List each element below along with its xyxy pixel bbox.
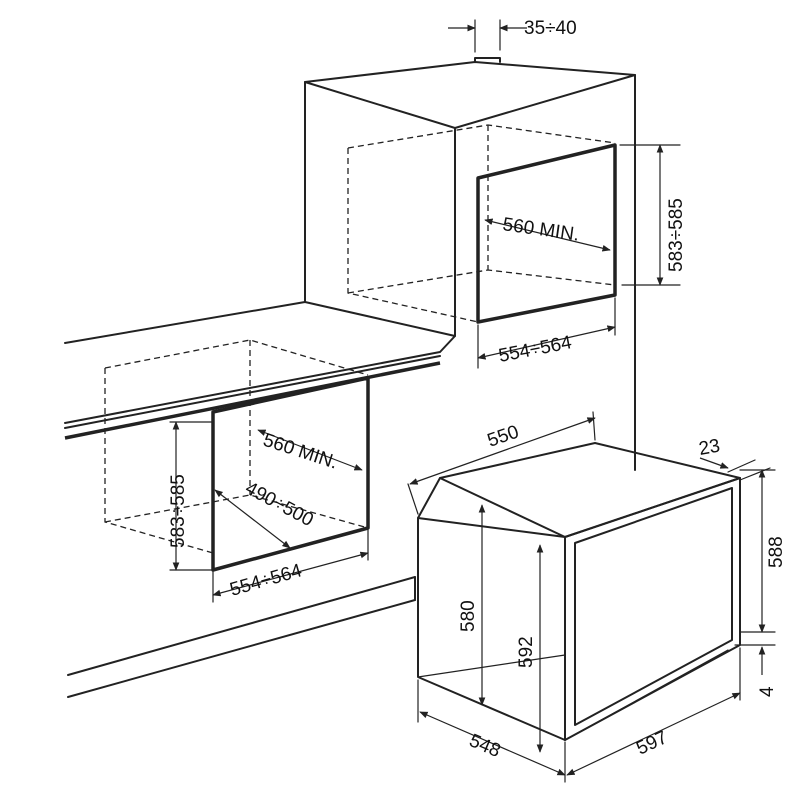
- oven: [417, 442, 741, 741]
- lower-niche: [104, 339, 370, 572]
- label-oven-body-height: 580: [458, 600, 479, 632]
- label-oven-front-height: 588: [766, 536, 787, 568]
- label-oven-depth-bottom: 548: [466, 730, 503, 762]
- label-top-gap: 35÷40: [524, 18, 577, 39]
- worktop: [64, 301, 456, 698]
- label-lower-niche-inner-depth: 490÷500: [242, 478, 317, 531]
- label-oven-width: 597: [633, 727, 671, 759]
- label-lower-niche-width: 554÷564: [228, 560, 305, 601]
- label-oven-overall-height: 592: [516, 636, 537, 668]
- column-cabinet: [304, 57, 636, 471]
- label-oven-door-thickness: 23: [697, 436, 721, 460]
- label-oven-depth-top: 550: [485, 422, 522, 452]
- label-lower-niche-depth: 560 MIN.: [260, 430, 340, 474]
- label-upper-niche-depth: 560 MIN.: [501, 214, 580, 246]
- label-oven-bottom-offset: 4: [757, 686, 778, 697]
- label-upper-niche-width: 554÷564: [497, 332, 574, 367]
- label-upper-niche-height: 583÷585: [666, 198, 687, 272]
- label-lower-niche-height: 583÷585: [168, 474, 189, 548]
- dimension-lines: [169, 19, 776, 783]
